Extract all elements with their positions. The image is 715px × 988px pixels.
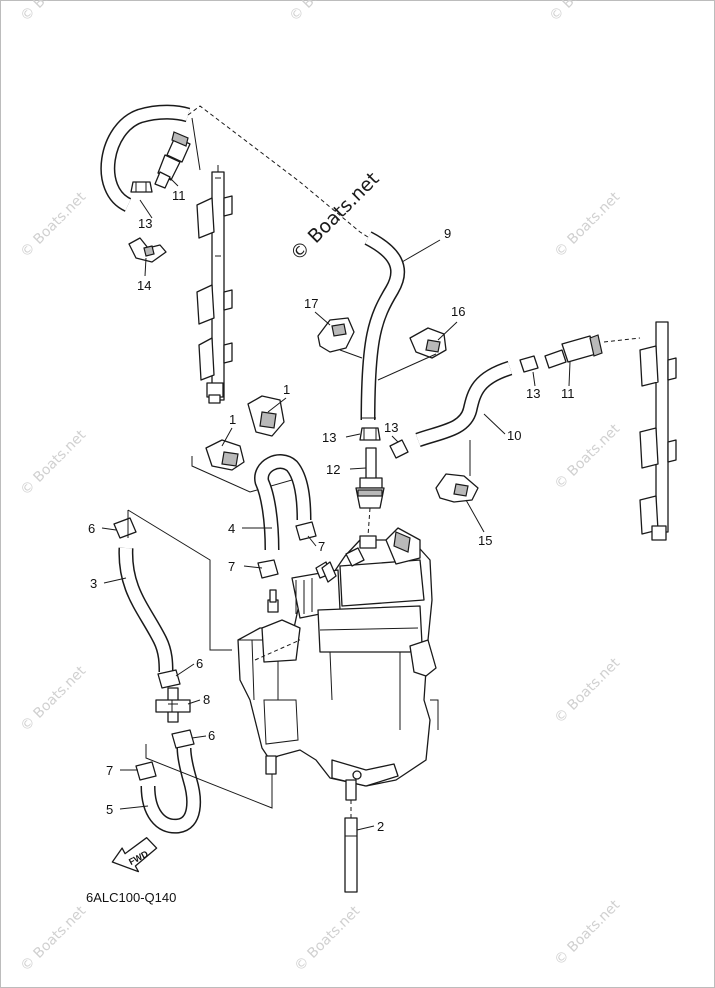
fuel-connector-11-right [544, 334, 603, 369]
fuel-rail-right [603, 321, 677, 541]
callout-12: 12 [326, 462, 340, 477]
watermark: © Boats.net [18, 189, 90, 261]
callout-15: 15 [478, 533, 492, 548]
hose-9 [360, 231, 406, 421]
connector-12 [355, 447, 385, 509]
guide-line-top-left [191, 117, 201, 171]
vapor-separator-assembly [237, 527, 439, 801]
callout-14: 14 [137, 278, 151, 293]
watermark: © Boats.net [18, 427, 90, 499]
callout-10: 10 [507, 428, 521, 443]
callout-13-right: 13 [526, 386, 540, 401]
clamp-13-center [359, 427, 381, 441]
watermark: © Boats.net [552, 421, 624, 493]
watermark: © Boats.net [547, 0, 619, 25]
callout-11-right: 11 [561, 386, 575, 401]
callout-6-top: 6 [88, 521, 95, 536]
hose-4 [254, 454, 312, 551]
fwd-arrow: FWD [111, 837, 158, 873]
callout-16: 16 [451, 304, 465, 319]
clamp-14 [128, 237, 167, 263]
clamp-6-mid [157, 669, 181, 689]
clamp-7-left [135, 761, 157, 781]
callout-2: 2 [377, 819, 384, 834]
callout-4: 4 [228, 521, 235, 536]
callout-3: 3 [90, 576, 97, 591]
guide-line-top [187, 105, 383, 247]
callout-6-mid: 6 [196, 656, 203, 671]
callout-13-center-right: 13 [384, 420, 398, 435]
clamp-13-top-left [130, 181, 153, 193]
callout-7-center: 7 [318, 539, 325, 554]
bracket-1-lower [205, 439, 245, 471]
guide-line-left [127, 509, 232, 651]
fuel-rail-left [196, 165, 233, 404]
callout-7-left: 7 [106, 763, 113, 778]
clamp-7-center [295, 521, 317, 541]
watermark: © Boats.net [287, 0, 359, 25]
callout-7-mid: 7 [228, 559, 235, 574]
leader-lines [101, 177, 571, 831]
clamp-15 [435, 473, 479, 503]
watermark: © Boats.net [552, 189, 624, 261]
watermark: © Boats.net [552, 655, 624, 727]
hose-loop-top-left [100, 104, 191, 212]
guide-line-16 [377, 353, 437, 381]
bracket-1-upper [247, 395, 285, 437]
callout-labels: 11 13 14 9 17 16 13 11 10 1 1 13 13 12 1… [88, 188, 575, 834]
clamp-6-top [113, 517, 137, 539]
callout-13-top-left: 13 [138, 216, 152, 231]
watermark: © Boats.net [18, 903, 90, 975]
diagram-code: 6ALC100-Q140 [86, 890, 176, 905]
callout-1-lower: 1 [229, 412, 236, 427]
hose-5 [140, 747, 202, 834]
hose-10 [415, 360, 513, 448]
watermark: © Boats.net [292, 903, 364, 975]
clamp-17 [317, 317, 355, 353]
guide-line-bottom-left [145, 744, 273, 809]
callout-1-upper: 1 [283, 382, 290, 397]
clamp-13-right-lower [389, 439, 409, 459]
joint-8 [155, 687, 191, 723]
guide-line-center [367, 507, 371, 537]
watermark: © Boats.net [552, 897, 624, 969]
hose-3 [118, 547, 174, 673]
guide-line-17 [339, 349, 363, 359]
callout-5: 5 [106, 802, 113, 817]
rod-2 [344, 817, 358, 893]
watermark: © Boats.net [18, 0, 90, 25]
callout-17: 17 [304, 296, 318, 311]
clamp-7-mid [257, 559, 279, 579]
callout-8: 8 [203, 692, 210, 707]
fuel-connector-11-left [154, 131, 191, 189]
watermark: © Boats.net [18, 663, 90, 735]
clamp-6-low [171, 729, 195, 749]
clamp-16 [409, 327, 447, 359]
callout-6-low: 6 [208, 728, 215, 743]
callout-13-center: 13 [322, 430, 336, 445]
callout-11-left: 11 [172, 188, 186, 203]
callout-9: 9 [444, 226, 451, 241]
clamp-13-right-upper [519, 355, 539, 373]
